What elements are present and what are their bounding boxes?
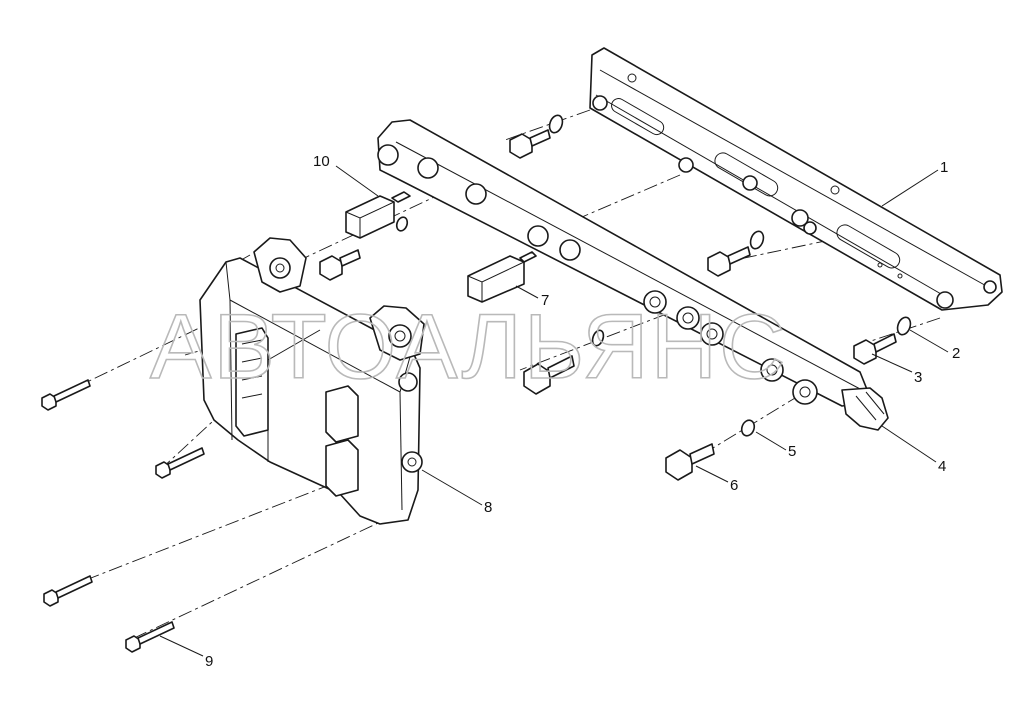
callout-leaders xyxy=(159,165,949,657)
callout-label-5: 5 xyxy=(788,443,796,460)
long-bolt-9-c xyxy=(43,575,93,607)
ecu-control-unit-part xyxy=(199,257,423,525)
bolt-6 xyxy=(665,443,715,481)
callout-label-10: 10 xyxy=(313,153,330,170)
washer-2-top xyxy=(548,114,564,134)
bolt-3-top xyxy=(509,129,551,159)
washer-2-right xyxy=(896,316,912,336)
ecu-mount-bracket-top xyxy=(253,237,307,293)
long-bolt-9-a xyxy=(41,379,91,411)
callout-label-7: 7 xyxy=(541,292,549,309)
long-bolt-9-d xyxy=(125,621,175,653)
long-bolt-9-b xyxy=(155,447,205,479)
spacer-10 xyxy=(345,191,411,239)
watermark-text: АВТОАЛЬЯНС xyxy=(150,296,788,398)
washer-5-left xyxy=(591,329,605,347)
bolt-3-right xyxy=(853,333,897,365)
mounting-bracket-part xyxy=(589,47,1003,311)
callout-label-4: 4 xyxy=(938,458,946,475)
callout-label-2: 2 xyxy=(952,345,960,362)
callout-label-1: 1 xyxy=(940,159,948,176)
bolt-10-short xyxy=(319,249,361,281)
pressure-sensor-part xyxy=(841,387,889,431)
callout-label-6: 6 xyxy=(730,477,738,494)
callout-label-9: 9 xyxy=(205,653,213,670)
bolt-6-left xyxy=(523,355,575,395)
callout-label-3: 3 xyxy=(914,369,922,386)
spacer-7 xyxy=(467,251,537,303)
washer-2-middle xyxy=(749,230,765,250)
bolt-3-middle xyxy=(707,246,751,277)
callout-label-8: 8 xyxy=(484,499,492,516)
ecu-mount-bracket-right xyxy=(369,305,425,361)
washer-5 xyxy=(740,419,756,437)
